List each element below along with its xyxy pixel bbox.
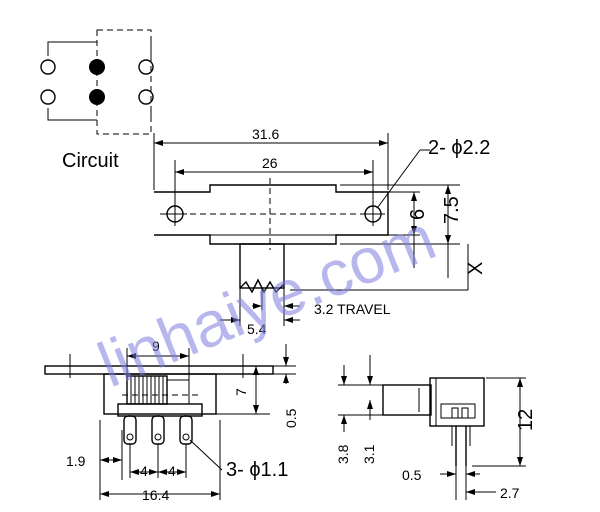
dim-0-5-side: 0.5 — [283, 408, 299, 428]
circuit-dashed-frame — [96, 29, 152, 135]
top-view: 31.6 26 2- ϕ2.2 6 — [153, 126, 490, 337]
switch-body-outline — [154, 184, 389, 245]
hole-spec: 2- ϕ2.2 — [428, 137, 490, 159]
dim-6: 6 — [407, 209, 429, 220]
circuit-diagram: Circuit — [40, 29, 154, 172]
circuit-pin-open — [138, 59, 154, 75]
dim-9: 9 — [152, 338, 160, 354]
dim-31-6: 31.6 — [252, 126, 279, 142]
switch-body-front — [103, 373, 217, 415]
actuator-break-line — [239, 278, 285, 294]
circuit-wire-top — [47, 41, 97, 56]
travel-label: 3.2 TRAVEL — [314, 301, 391, 317]
dim-12: 12 — [515, 409, 537, 431]
actuator-side — [382, 384, 432, 416]
circuit-pin-open — [40, 59, 56, 75]
dim-5-4: 5.4 — [247, 321, 267, 337]
circuit-pin-common — [89, 59, 105, 75]
circuit-pin-open — [40, 89, 56, 105]
side-view: 3.8 3.1 12 0.5 2.7 — [335, 355, 537, 501]
dim-0-5-bottom: 0.5 — [402, 467, 422, 483]
dim-3-8: 3.8 — [335, 444, 351, 464]
switch-body-side — [429, 377, 485, 427]
dim-x: X — [465, 262, 487, 275]
circuit-wire-bottom — [47, 108, 97, 121]
dim-7: 7 — [233, 388, 249, 396]
dim-3-1: 3.1 — [361, 444, 377, 464]
dim-1-9: 1.9 — [66, 453, 86, 469]
circuit-pin-open — [138, 89, 154, 105]
dim-16-4: 16.4 — [142, 487, 169, 503]
circuit-pin-common — [89, 89, 105, 105]
dim-26: 26 — [262, 155, 278, 171]
dim-7-5: 7.5 — [441, 196, 463, 224]
watermark: linhaiye.com — [88, 201, 445, 401]
circuit-label: Circuit — [62, 150, 119, 172]
front-view: 9 3- ϕ1.1 7 — [44, 338, 299, 503]
dim-4a: 4 — [140, 463, 148, 479]
dim-2-7: 2.7 — [500, 485, 520, 501]
dim-4b: 4 — [168, 463, 176, 479]
pin-spec: 3- ϕ1.1 — [226, 459, 288, 481]
